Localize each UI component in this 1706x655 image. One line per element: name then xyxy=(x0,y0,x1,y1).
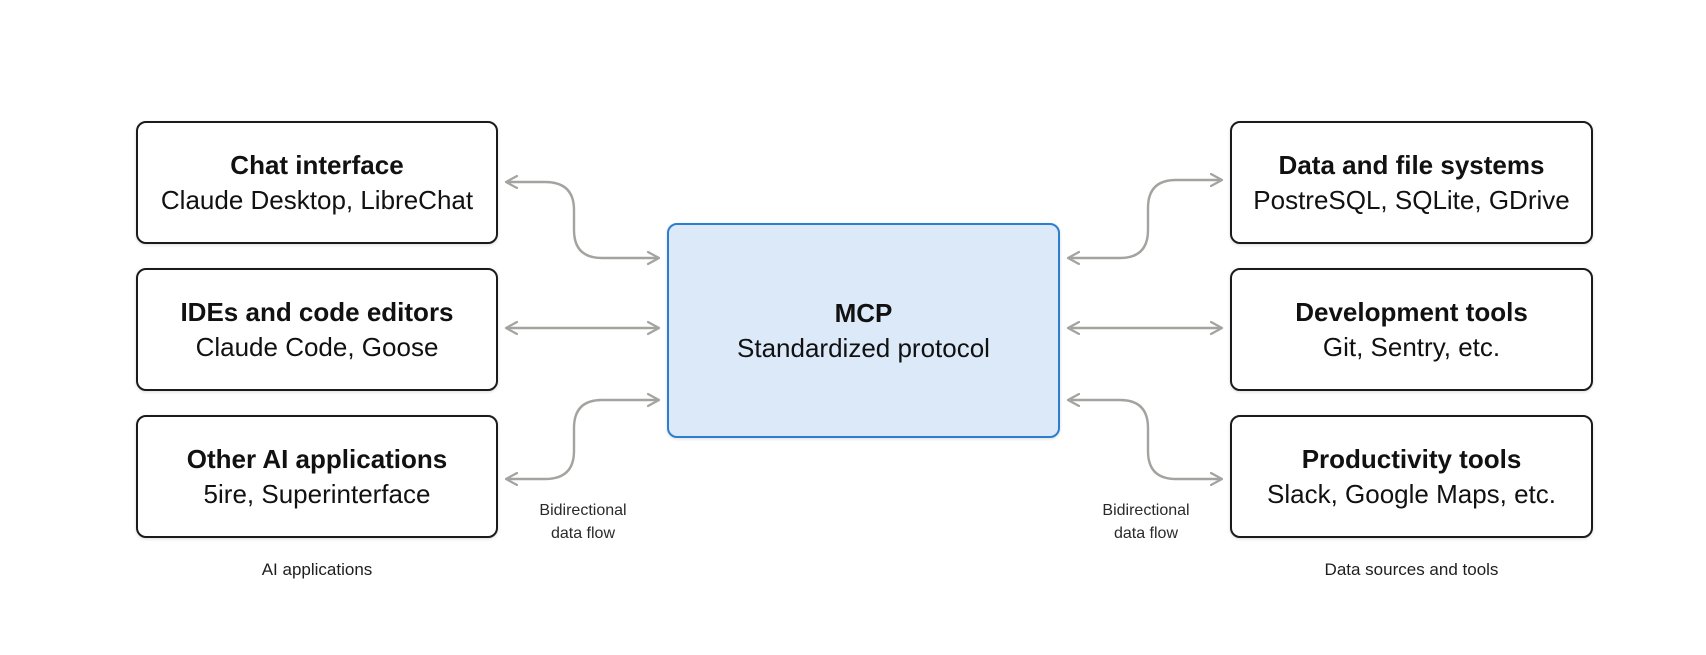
flow-label-line2: data flow xyxy=(550,525,616,542)
group-label-data-sources-tools: Data sources and tools xyxy=(1324,560,1499,579)
node-subtitle: Claude Desktop, LibreChat xyxy=(160,184,474,215)
node-subtitle: Git, Sentry, etc. xyxy=(1322,331,1501,362)
connector-chat-to-mcp xyxy=(506,182,659,258)
node-title: Other AI applications xyxy=(186,443,448,474)
connector-mcp-to-productivity xyxy=(1068,400,1222,479)
node-title: Productivity tools xyxy=(1301,443,1522,474)
node-title: IDEs and code editors xyxy=(180,296,454,327)
flow-label-right: Bidirectional data flow xyxy=(1036,499,1256,545)
connector-other-ai-to-mcp xyxy=(506,400,659,479)
group-label-ai-applications: AI applications xyxy=(261,560,373,579)
node-chat-interface: Chat interface Claude Desktop, LibreChat xyxy=(136,121,498,244)
node-development-tools: Development tools Git, Sentry, etc. xyxy=(1230,268,1593,391)
node-data-file-systems: Data and file systems PostreSQL, SQLite,… xyxy=(1230,121,1593,244)
node-subtitle: Claude Code, Goose xyxy=(195,331,439,362)
node-mcp: MCP Standardized protocol xyxy=(667,223,1060,438)
node-subtitle: Standardized protocol xyxy=(737,332,990,363)
node-title: Development tools xyxy=(1295,296,1528,327)
flow-label-line1: Bidirectional xyxy=(539,502,627,519)
node-subtitle: Slack, Google Maps, etc. xyxy=(1266,478,1557,509)
node-productivity-tools: Productivity tools Slack, Google Maps, e… xyxy=(1230,415,1593,538)
flow-label-line2: data flow xyxy=(1113,525,1179,542)
node-other-ai-applications: Other AI applications 5ire, Superinterfa… xyxy=(136,415,498,538)
connector-mcp-to-data-systems xyxy=(1068,180,1222,258)
node-title: MCP xyxy=(834,297,893,328)
node-subtitle: 5ire, Superinterface xyxy=(203,478,431,509)
flow-label-left: Bidirectional data flow xyxy=(473,499,693,545)
node-title: Data and file systems xyxy=(1278,149,1545,180)
node-ides-code-editors: IDEs and code editors Claude Code, Goose xyxy=(136,268,498,391)
node-subtitle: PostreSQL, SQLite, GDrive xyxy=(1253,184,1570,215)
flow-label-line1: Bidirectional xyxy=(1102,502,1190,519)
node-title: Chat interface xyxy=(230,149,404,180)
